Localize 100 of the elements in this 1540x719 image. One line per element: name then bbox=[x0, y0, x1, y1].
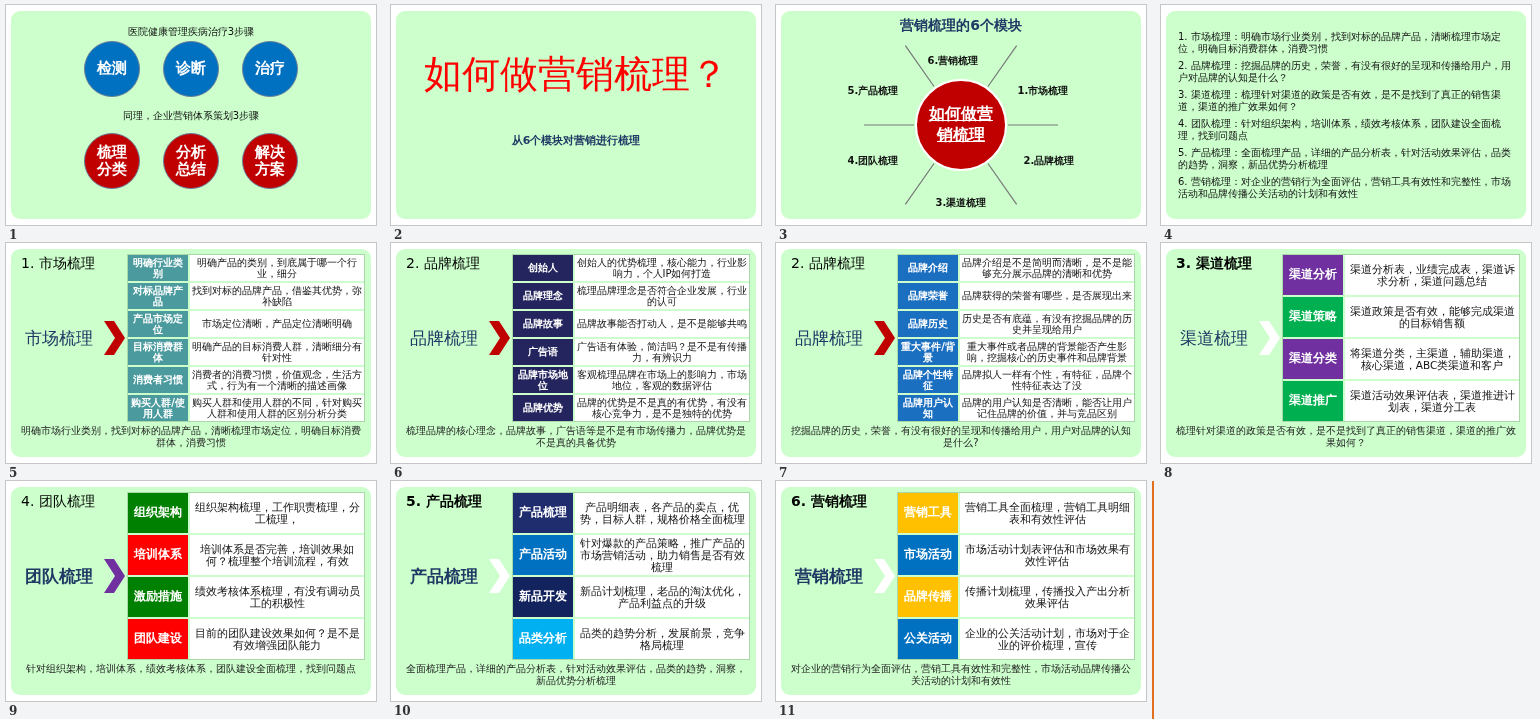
slide-summary: 全面梳理产品，详细的产品分析表，针对活动效果评估，品类的趋势，洞察，新品优势分析梳理 bbox=[405, 663, 747, 687]
module-label: 4.团队梳理 bbox=[847, 154, 899, 168]
category-cell: 品牌用户认知 bbox=[898, 395, 958, 421]
radial-line bbox=[904, 162, 935, 206]
list-item: 6. 营销梳理：对企业的营销行为全面评估，营销工具有效性和完整性，市场活动和品牌传播公关活动的计划和有效性 bbox=[1178, 176, 1512, 199]
table-frame bbox=[127, 254, 365, 422]
slide-number: 10 bbox=[394, 704, 411, 718]
slide-number: 6 bbox=[394, 466, 403, 480]
category-cell: 品牌优势 bbox=[513, 395, 573, 421]
category-cell: 广告语 bbox=[513, 339, 573, 365]
category-cell: 组织架构 bbox=[128, 493, 188, 533]
slide-number: 11 bbox=[779, 704, 796, 718]
description-cell: 客观梳理品牌在市场上的影响力，市场地位，客观的数据评估 bbox=[575, 367, 749, 393]
slide-summary: 梳理品牌的核心理念，品牌故事，广告语等是不是有市场传播力，品牌优势是不是真的具备优势 bbox=[405, 425, 747, 449]
description-cell: 组织架构梳理，工作职责梳理，分工梳理， bbox=[190, 493, 364, 533]
description-cell: 找到对标的品牌产品，借鉴其优势，弥补缺陷 bbox=[190, 283, 364, 309]
category-cell: 购买人群/使用人群 bbox=[128, 395, 188, 421]
topic-label: 品牌梳理 bbox=[785, 326, 873, 350]
chevron-arrow bbox=[489, 559, 510, 593]
slide-heading: 5. 产品梳理 bbox=[406, 493, 482, 511]
slide-number: 3 bbox=[779, 228, 788, 242]
slide-number: 7 bbox=[779, 466, 788, 480]
list-item: 5. 产品梳理：全面梳理产品，详细的产品分析表，针对活动效果评估，品类的趋势，洞察，新品优势分析梳理 bbox=[1178, 147, 1512, 170]
description-cell: 营销工具全面梳理，营销工具明细表和有效性评估 bbox=[960, 493, 1134, 533]
category-cell: 渠道分类 bbox=[1283, 339, 1343, 379]
radial-line bbox=[987, 44, 1018, 88]
list-item: 3. 渠道梳理：梳理针对渠道的政策是否有效，是不是找到了真正的销售渠道，渠道的推广效果如何？ bbox=[1178, 89, 1502, 112]
description-cell: 创始人的优势梳理，核心能力，行业影响力，个人IP如何打造 bbox=[575, 255, 749, 281]
slide-heading: 1. 市场梳理 bbox=[21, 255, 95, 273]
slide-heading: 3. 渠道梳理 bbox=[1176, 255, 1252, 273]
description-cell: 广告语有体验，简洁吗？是不是有传播力，有辨识力 bbox=[575, 339, 749, 365]
category-cell: 品牌理念 bbox=[513, 283, 573, 309]
slide-number: 8 bbox=[1164, 466, 1173, 480]
category-cell: 品牌故事 bbox=[513, 311, 573, 337]
slide-subheading: 从6个模块对营销进行梳理 bbox=[510, 133, 642, 148]
description-cell: 针对爆款的产品策略，推广产品的市场营销活动，助力销售是否有效梳理 bbox=[575, 535, 749, 575]
category-cell: 品类分析 bbox=[513, 619, 573, 659]
category-cell: 品牌市场地位 bbox=[513, 367, 573, 393]
slide-heading: 6. 营销梳理 bbox=[791, 493, 867, 511]
step-circle: 解决方案 bbox=[242, 133, 298, 189]
category-cell: 激励措施 bbox=[128, 577, 188, 617]
description-cell: 明确产品的目标消费人群，清晰细分有针对性 bbox=[190, 339, 364, 365]
description-cell: 培训体系是否完善，培训效果如何？梳理整个培训流程，有效 bbox=[190, 535, 364, 575]
category-cell: 团队建设 bbox=[128, 619, 188, 659]
table-frame bbox=[897, 492, 1135, 660]
category-cell: 产品梳理 bbox=[513, 493, 573, 533]
category-cell: 市场活动 bbox=[898, 535, 958, 575]
radial-line bbox=[904, 44, 935, 88]
description-cell: 品牌的优势是不是真的有优势，有没有核心竞争力，是不是独特的优势 bbox=[575, 395, 749, 421]
table-frame bbox=[512, 254, 750, 422]
description-cell: 市场定位清晰，产品定位清晰明确 bbox=[190, 311, 364, 337]
category-cell: 消费者习惯 bbox=[128, 367, 188, 393]
slide-summary: 梳理针对渠道的政策是否有效，是不是找到了真正的销售渠道，渠道的推广效果如何？ bbox=[1175, 425, 1517, 449]
description-cell: 品类的趋势分析，发展前景，竞争格局梳理 bbox=[575, 619, 749, 659]
topic-label: 产品梳理 bbox=[400, 564, 488, 588]
module-label: 2.品牌梳理 bbox=[1023, 154, 1075, 168]
description-cell: 渠道分析表，业绩完成表，渠道诉求分析，渠道问题总结 bbox=[1345, 255, 1519, 295]
category-cell: 创始人 bbox=[513, 255, 573, 281]
category-cell: 明确行业类别 bbox=[128, 255, 188, 281]
slide-number: 9 bbox=[9, 704, 18, 718]
slide-summary: 明确市场行业类别，找到对标的品牌产品，清晰梳理市场定位，明确目标消费群体，消费习惯 bbox=[20, 425, 362, 449]
module-label: 3.渠道梳理 bbox=[935, 196, 987, 210]
description-cell: 传播计划梳理，传播投入产出分析效果评估 bbox=[960, 577, 1134, 617]
module-label: 6.营销梳理 bbox=[927, 54, 979, 68]
chevron-arrow bbox=[874, 559, 895, 593]
radial-line bbox=[987, 162, 1018, 206]
table-frame bbox=[1282, 254, 1520, 422]
description-cell: 企业的公关活动计划，市场对于企业的评价梳理，宣传 bbox=[960, 619, 1134, 659]
description-cell: 渠道政策是否有效，能够完成渠道的目标销售额 bbox=[1345, 297, 1519, 337]
topic-label: 品牌梳理 bbox=[400, 326, 488, 350]
table-frame bbox=[127, 492, 365, 660]
description-cell: 市场活动计划表评估和市场效果有效性评估 bbox=[960, 535, 1134, 575]
description-cell: 明确产品的类别，到底属于哪一个行业，细分 bbox=[190, 255, 364, 281]
list-item: 2. 品牌梳理：挖掘品牌的历史，荣誉，有没有很好的呈现和传播给用户，用户对品牌的认知是什么？ bbox=[1178, 60, 1512, 83]
center-circle: 如何做营销梳理 bbox=[915, 79, 1007, 171]
topic-label: 市场梳理 bbox=[15, 326, 103, 350]
chevron-arrow bbox=[874, 321, 895, 355]
category-cell: 渠道分析 bbox=[1283, 255, 1343, 295]
category-cell: 品牌个性特征 bbox=[898, 367, 958, 393]
description-cell: 绩效考核体系梳理，有没有调动员工的积极性 bbox=[190, 577, 364, 617]
slide-heading: 4. 团队梳理 bbox=[21, 493, 95, 511]
slide-heading: 2. 品牌梳理 bbox=[406, 255, 480, 273]
step-circle: 梳理分类 bbox=[84, 133, 140, 189]
chevron-arrow bbox=[104, 321, 125, 355]
description-cell: 品牌的用户认知是否清晰，能否让用户记住品牌的价值，并与竞品区别 bbox=[960, 395, 1134, 421]
description-cell: 渠道活动效果评估表，渠道推进计划表，渠道分工表 bbox=[1345, 381, 1519, 421]
slide-summary: 针对组织架构，培训体系，绩效考核体系，团队建设全面梳理，找到问题点 bbox=[25, 663, 357, 675]
description-cell: 重大事件或者品牌的背景能否产生影响，挖掘核心的历史事件和品牌背景 bbox=[960, 339, 1134, 365]
table-frame bbox=[512, 492, 750, 660]
description-cell: 目前的团队建设效果如何？是不是有效增强团队能力 bbox=[190, 619, 364, 659]
description-cell: 消费者的消费习惯，价值观念，生活方式，行为有一个清晰的描述画像 bbox=[190, 367, 364, 393]
description-cell: 品牌拟人一样有个性，有特征，品牌个性特征表达了没 bbox=[960, 367, 1134, 393]
description-cell: 品牌故事能否打动人，是不是能够共鸣 bbox=[575, 311, 749, 337]
description-cell: 历史是否有底蕴，有没有挖掘品牌的历史并呈现给用户 bbox=[960, 311, 1134, 337]
description-cell: 梳理品牌理念是否符合企业发展，行业的认可 bbox=[575, 283, 749, 309]
category-cell: 对标品牌产品 bbox=[128, 283, 188, 309]
description-cell: 品牌获得的荣誉有哪些，是否展现出来 bbox=[960, 283, 1134, 309]
module-label: 1.市场梳理 bbox=[1017, 84, 1069, 98]
category-cell: 培训体系 bbox=[128, 535, 188, 575]
description-cell: 购买人群和使用人群的不同，针对购买人群和使用人群的区别分析分类 bbox=[190, 395, 364, 421]
